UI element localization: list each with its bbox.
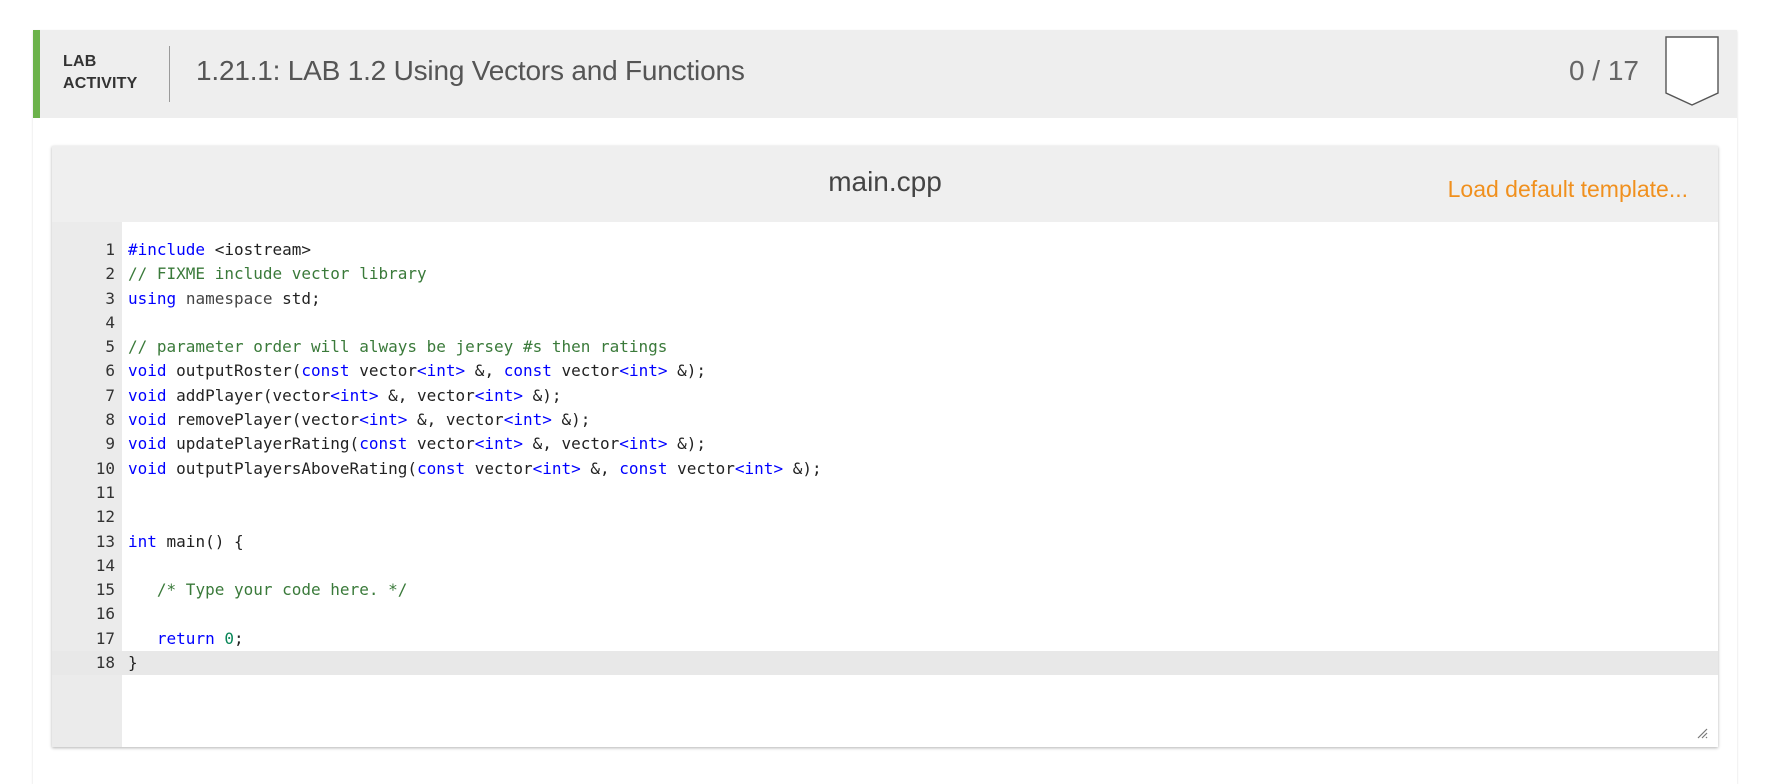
line-number: 15 [95, 580, 115, 600]
code-line[interactable]: 15 /* Type your code here. */ [52, 578, 1718, 602]
code-line[interactable]: 16 [52, 602, 1718, 626]
code-line[interactable]: 11 [52, 481, 1718, 505]
code-text[interactable]: /* Type your code here. */ [156, 580, 408, 600]
code-text[interactable]: void outputRoster(const vector<int> &, c… [128, 361, 707, 381]
code-line[interactable]: 12 [52, 505, 1718, 529]
editor-file-bar: main.cpp Load default template... [52, 146, 1718, 222]
code-line[interactable]: 10 void outputPlayersAboveRating(const ve… [52, 457, 1718, 481]
load-default-template-link[interactable]: Load default template... [1447, 176, 1688, 202]
code-editor-panel: main.cpp Load default template... 1 #incl… [52, 146, 1718, 747]
resize-handle-icon[interactable] [1694, 725, 1708, 739]
code-line[interactable]: 5 // parameter order will always be jerse… [52, 335, 1718, 359]
code-line[interactable]: 18} [52, 651, 1718, 676]
line-number: 2 [105, 264, 115, 284]
activity-score: 0 / 17 [1568, 55, 1639, 86]
code-editor[interactable]: 1 #include <iostream> 2 // FIXME include ve… [52, 222, 1718, 747]
code-text[interactable]: void outputPlayersAboveRating(const vect… [128, 458, 822, 478]
code-line[interactable]: 1 #include <iostream> [52, 238, 1718, 262]
line-number: 12 [95, 507, 115, 527]
activity-title: 1.21.1: LAB 1.2 Using Vectors and Functi… [196, 55, 745, 86]
code-text[interactable]: void addPlayer(vector<int> &, vector<int… [128, 385, 562, 405]
code-line[interactable]: 7 void addPlayer(vector<int> &, vector<in… [52, 384, 1718, 408]
line-number: 6 [105, 361, 115, 381]
line-number: 11 [95, 482, 115, 502]
lab-activity: LAB ACTIVITY 1.21.1: LAB 1.2 Using Vecto… [33, 30, 1737, 784]
line-number: 3 [105, 288, 115, 308]
code-line[interactable]: 17 return 0; [52, 627, 1718, 651]
code-line[interactable]: 2 // FIXME include vector library [52, 262, 1718, 286]
code-text[interactable]: void updatePlayerRating(const vector<int… [128, 434, 706, 454]
code-line[interactable]: 4 [52, 311, 1718, 335]
activity-header: LAB ACTIVITY 1.21.1: LAB 1.2 Using Vecto… [33, 30, 1737, 118]
code-line[interactable]: 6 void outputRoster(const vector<int> &, … [52, 359, 1718, 383]
code-text[interactable]: using namespace std; [128, 288, 321, 308]
line-number: 5 [105, 337, 115, 357]
line-number: 4 [105, 312, 115, 332]
code-line[interactable]: 8 void removePlayer(vector<int> &, vector… [52, 408, 1718, 432]
line-number: 7 [105, 385, 115, 405]
line-number: 9 [105, 434, 115, 454]
line-number: 17 [95, 628, 115, 648]
code-text[interactable]: // parameter order will always be jersey… [128, 337, 668, 357]
code-text[interactable]: void removePlayer(vector<int> &, vector<… [128, 410, 591, 430]
line-number: 13 [95, 531, 115, 551]
line-number: 8 [105, 410, 115, 430]
completion-badge-icon [1665, 36, 1719, 106]
code-line[interactable]: 14 [52, 554, 1718, 578]
code-text[interactable]: // FIXME include vector library [128, 264, 427, 284]
line-number: 14 [95, 555, 115, 575]
code-line[interactable]: 3 using namespace std; [52, 287, 1718, 311]
line-number: 1 [105, 240, 115, 259]
line-number: 10 [95, 458, 115, 478]
line-number: 18 [95, 653, 115, 673]
code-line[interactable]: 9 void updatePlayerRating(const vector<in… [52, 432, 1718, 456]
activity-type-label: LAB ACTIVITY [63, 53, 138, 92]
line-number: 16 [95, 604, 115, 624]
code-text[interactable]: } [128, 653, 138, 673]
code-line[interactable]: 13 int main() { [52, 530, 1718, 554]
code-text[interactable]: #include <iostream> [128, 240, 312, 259]
code-text[interactable]: int main() { [128, 531, 244, 551]
header-divider [169, 46, 170, 102]
code-text[interactable]: return 0; [156, 628, 244, 648]
code-lines[interactable]: 1 #include <iostream> 2 // FIXME include ve… [52, 238, 1718, 676]
file-name: main.cpp [828, 166, 942, 197]
